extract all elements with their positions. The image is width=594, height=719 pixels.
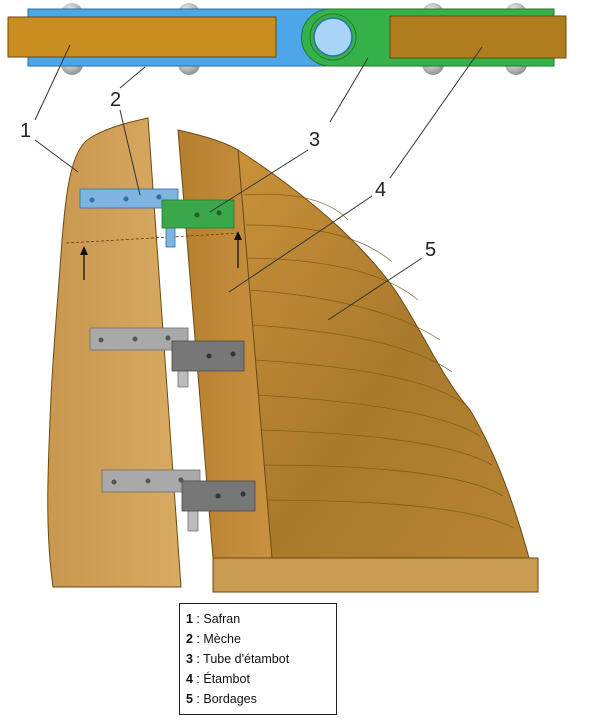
hinge-lower — [101, 469, 256, 532]
legend-item: 2 : Mèche — [186, 632, 241, 646]
rudder-diagram: 1 2 3 4 5 — [7, 3, 567, 593]
bordages — [212, 149, 539, 593]
arrow-icon-left — [80, 246, 88, 280]
callout-4: 4 — [375, 179, 386, 201]
legend: 1 : Safran 2 : Mèche 3 : Tube d'étambot … — [179, 603, 337, 715]
callout-2: 2 — [110, 89, 121, 111]
safran-section — [7, 16, 277, 58]
legend-item: 3 : Tube d'étambot — [186, 652, 290, 666]
hinge-middle — [89, 327, 245, 388]
arrow-icon-right — [234, 231, 242, 268]
legend-item: 1 : Safran — [186, 612, 241, 626]
meche-core-section — [313, 17, 353, 57]
leader-lines — [34, 44, 483, 321]
legend-item: 5 : Bordages — [186, 692, 257, 706]
callout-1: 1 — [20, 120, 31, 142]
etambot-section — [389, 15, 567, 59]
legend-item: 4 : Étambot — [186, 672, 250, 686]
section-view — [7, 3, 567, 75]
callout-3: 3 — [309, 129, 320, 151]
callout-5: 5 — [425, 239, 436, 261]
keel — [212, 557, 539, 593]
